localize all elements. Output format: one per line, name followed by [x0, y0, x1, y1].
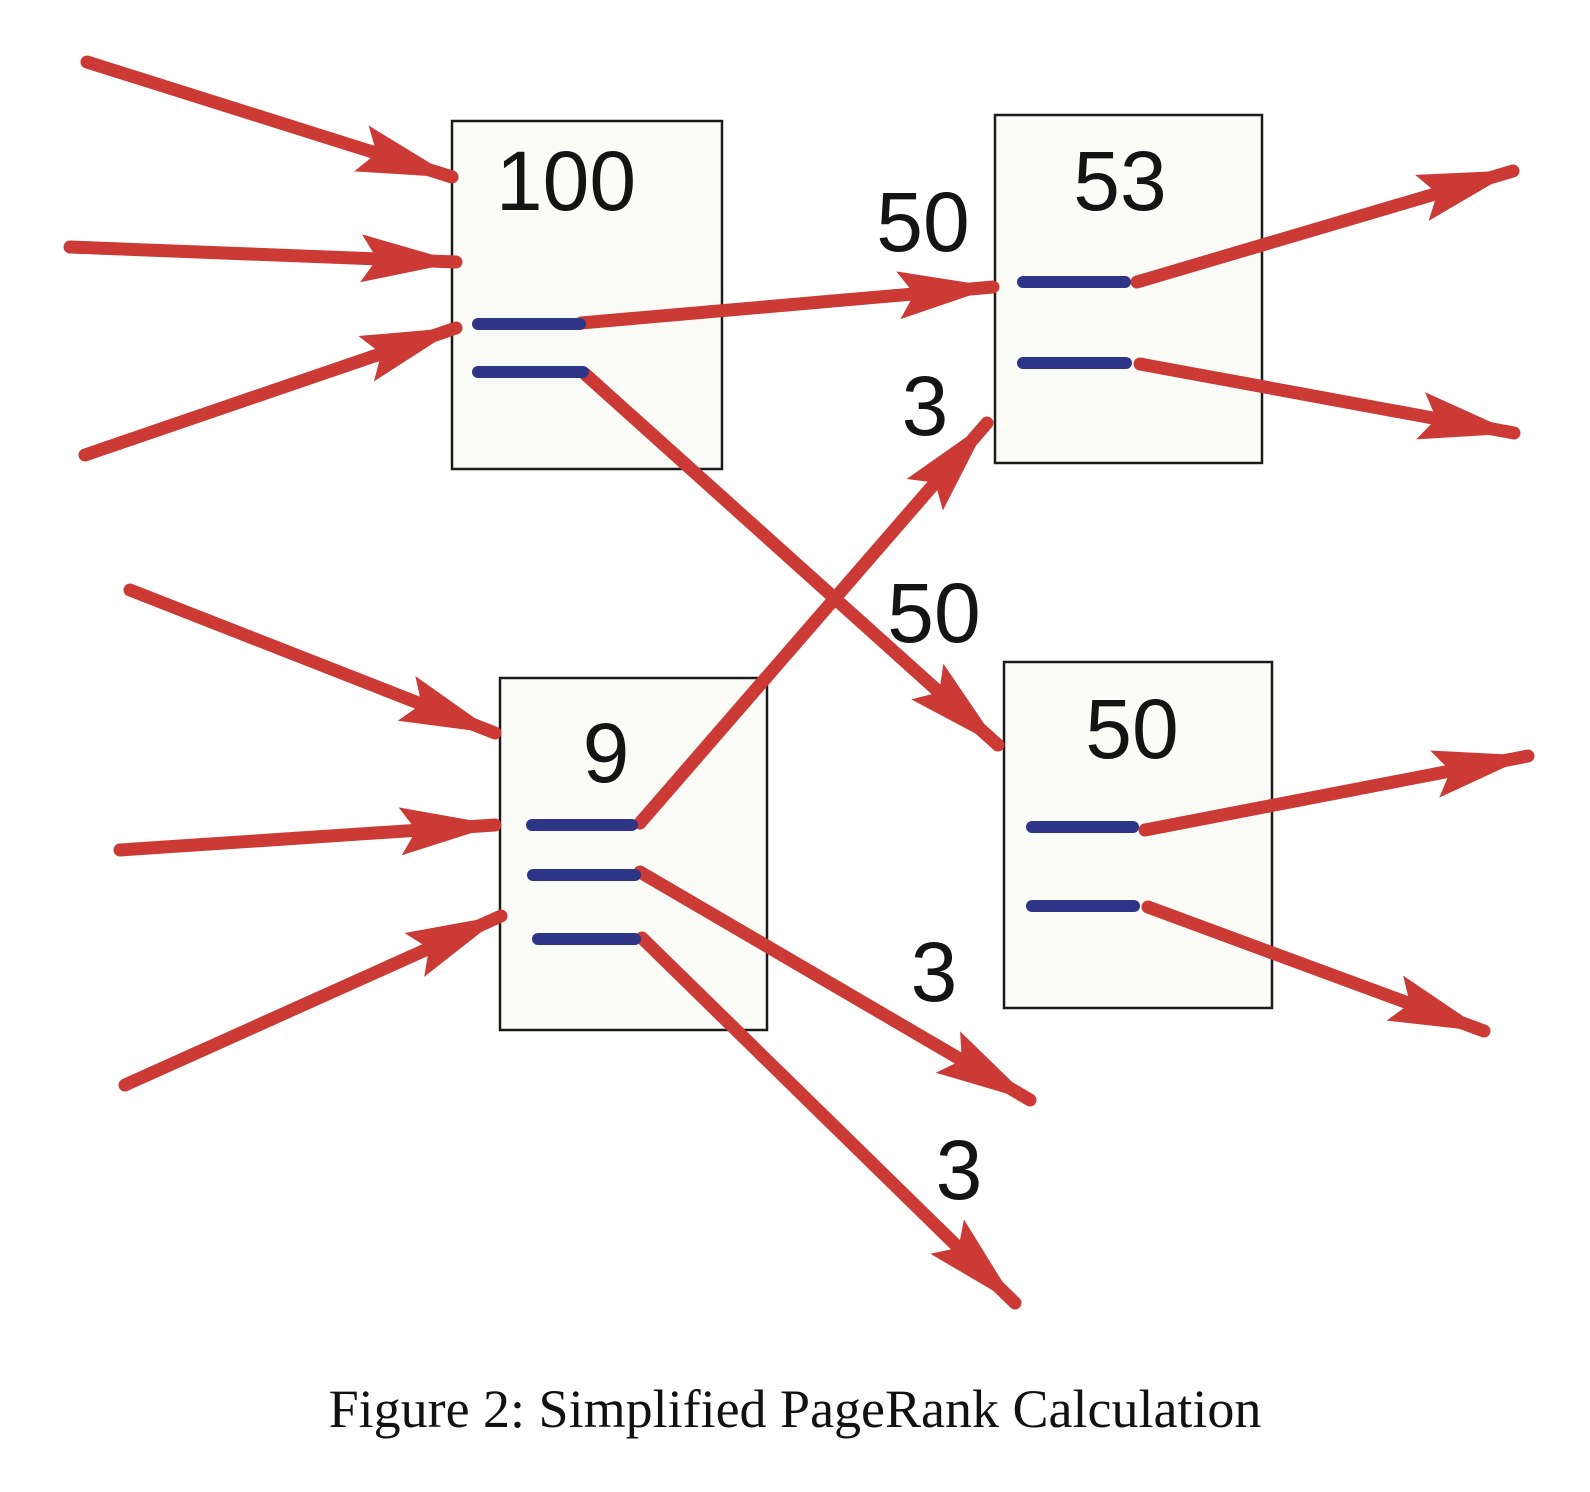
arrow-out-53-1 — [1130, 164, 1520, 289]
arrow-100-to-53-weight-50 — [574, 271, 1000, 330]
node-value-9: 9 — [582, 706, 630, 800]
edge-label-3-middle: 3 — [910, 925, 958, 1019]
arrow-100-to-50-weight-50 — [578, 367, 1005, 752]
node-value-50: 50 — [1085, 682, 1179, 776]
arrow-into-9-3 — [118, 909, 508, 1092]
arrow-9-out-weight-3-a — [633, 865, 1037, 1107]
edge-label-3-bottom: 3 — [935, 1123, 983, 1217]
node-value-53: 53 — [1073, 134, 1167, 228]
page-node-50 — [1002, 660, 1274, 1010]
arrow-9-to-53-weight-3 — [633, 416, 994, 830]
arrow-9-out-weight-3-b — [635, 931, 1022, 1310]
node-value-100: 100 — [495, 134, 637, 228]
edge-label-50-middle: 50 — [887, 566, 981, 660]
arrow-into-9-2 — [113, 807, 502, 857]
pagerank-diagram-canvas — [63, 55, 1535, 1310]
edge-label-50-top: 50 — [876, 175, 970, 269]
figure-caption: Figure 2: Simplified PageRank Calculatio… — [328, 1379, 1262, 1439]
page-node-100 — [450, 119, 724, 471]
arrow-into-100-2 — [63, 234, 463, 283]
arrow-out-50-1 — [1138, 749, 1535, 837]
arrow-out-50-2 — [1141, 900, 1491, 1038]
arrow-into-9-1 — [123, 583, 502, 740]
arrow-into-100-1 — [80, 55, 459, 184]
arrow-into-100-3 — [78, 321, 463, 462]
arrow-out-53-2 — [1133, 357, 1521, 440]
edge-label-3-upper: 3 — [901, 359, 949, 453]
page-node-53 — [993, 113, 1264, 465]
